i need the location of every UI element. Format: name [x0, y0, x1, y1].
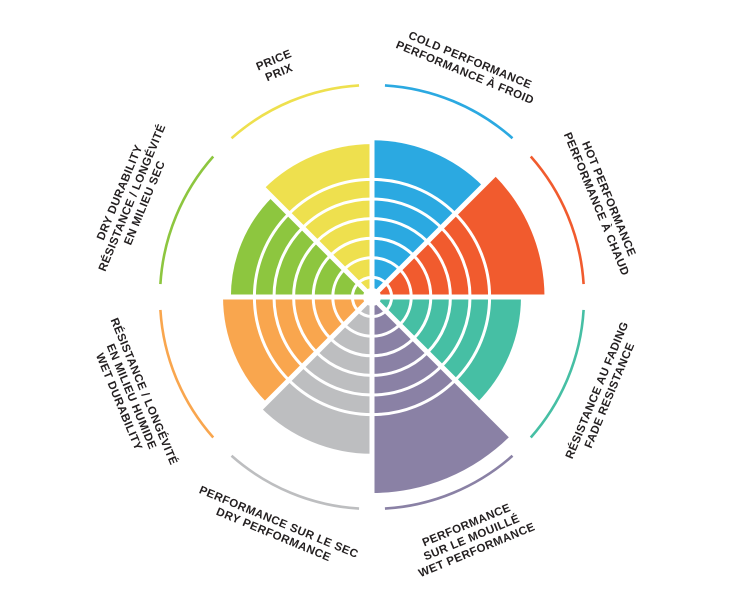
wheel-label-wet-performance: PERFORMANCESUR LE MOUILLÉWET PERFORMANCE: [407, 496, 537, 580]
wheel-arc-cold-performance: [384, 84, 514, 140]
wheel-arc-wet-durability: [159, 309, 215, 439]
wheel-arc-fade-resistance: [529, 309, 585, 439]
wheel-label-dry-performance: PERFORMANCE SUR LE SECDRY PERFORMANCE: [192, 484, 360, 573]
wheel-arc-price: [230, 84, 360, 140]
wheel-label-price: PRICEPRIX: [255, 48, 299, 86]
wheel-grid-ring: [272, 197, 472, 397]
wheel-segment-hot-performance: [372, 175, 545, 297]
wheel-label-dry-durability: DRY DURABILITYRÉSISTANCE / LONGÉVITÉEN M…: [84, 117, 181, 278]
wheel-arc-hot-performance: [529, 155, 585, 285]
wheel-label-hot-performance: HOT PERFORMANCEPERFORMANCE À CHAUD: [561, 126, 643, 278]
wheel-hub: [363, 288, 381, 306]
wheel-segment-cold-performance: [372, 140, 483, 297]
wheel-arc-dry-performance: [230, 454, 360, 510]
wheel-grid-ring: [292, 217, 452, 377]
wheel-segment-fade-resistance: [372, 297, 521, 403]
wheel-grid-ring: [331, 256, 413, 338]
wheel-segment-dry-performance: [261, 297, 372, 454]
wheel-label-cold-performance: COLD PERFORMANCEPERFORMANCE À FROID: [394, 27, 541, 107]
wheel-label-fade-resistance: RÉSISTANCE AU FADINGFADE RESISTANCE: [563, 320, 644, 466]
wheel-grid-ring: [311, 236, 433, 358]
wheel-arc-wet-performance: [384, 454, 514, 510]
wheel-segment-dry-durability: [230, 197, 372, 297]
wheel-grid-ring: [252, 177, 492, 417]
wheel-grid-ring: [350, 275, 394, 319]
wheel-arc-dry-durability: [159, 155, 215, 285]
wheel-segment-wet-durability: [223, 297, 372, 403]
